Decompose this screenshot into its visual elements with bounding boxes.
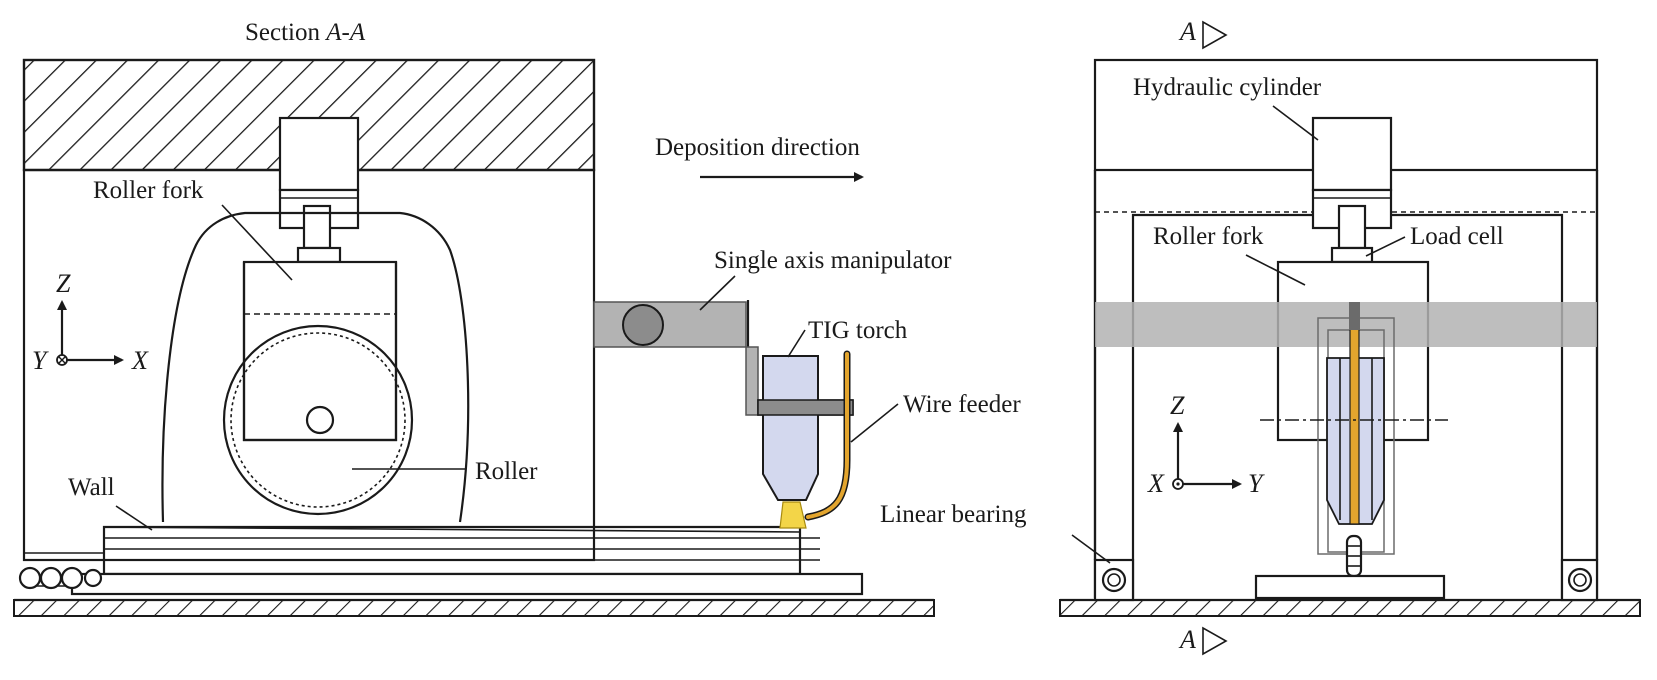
linear-bearing-right	[1560, 558, 1599, 602]
side-axis-label-x: X	[1147, 469, 1165, 498]
roller-axle	[305, 405, 335, 435]
label-hydraulic-cylinder: Hydraulic cylinder	[1133, 74, 1322, 101]
side-cylinder-body	[1311, 116, 1393, 192]
side-axis-label-y: Y	[1248, 469, 1265, 498]
label-linear-bearing: Linear bearing	[880, 501, 1027, 528]
roller-fork-outline	[161, 211, 470, 523]
section-view: Section A-A	[13, 19, 1021, 617]
linear-bearing-left	[1093, 558, 1135, 602]
bearing-balls-left	[18, 552, 104, 590]
single-axis-manipulator	[593, 300, 854, 416]
side-cylinder-rod	[1337, 204, 1367, 250]
axis-label-x: X	[131, 346, 149, 375]
label-wire-feeder: Wire feeder	[903, 391, 1021, 418]
section-title: Section A-A	[245, 19, 366, 46]
label-tig-torch: TIG torch	[808, 317, 908, 344]
label-wall: Wall	[68, 474, 115, 501]
side-axis-label-z: Z	[1170, 391, 1185, 420]
side-substrate	[1254, 574, 1446, 600]
ground-hatch-left	[13, 599, 935, 617]
substrate-plate	[70, 572, 864, 596]
section-marker-top: A	[1178, 17, 1196, 46]
side-load-cell	[1330, 246, 1374, 264]
side-manipulator-band	[1095, 302, 1597, 347]
label-single-axis-manipulator: Single axis manipulator	[714, 247, 952, 274]
side-wire	[1349, 305, 1360, 525]
axis-triad-yz: Z Y X	[1147, 391, 1265, 498]
ground-hatch-right	[1059, 599, 1641, 617]
section-marker-bottom: A	[1178, 625, 1196, 654]
axis-label-y: Y	[32, 346, 49, 375]
cylinder-body	[278, 116, 360, 192]
axis-label-z: Z	[56, 269, 71, 298]
tig-torch	[757, 355, 854, 501]
side-view: A A	[880, 17, 1641, 656]
label-roller: Roller	[475, 458, 538, 485]
label-load-cell: Load cell	[1410, 223, 1504, 250]
label-roller-fork-right: Roller fork	[1153, 223, 1264, 250]
roller-circle	[222, 324, 414, 516]
wall-layers	[102, 525, 820, 576]
load-cell-block	[296, 246, 342, 264]
roller-circle-inner	[230, 332, 406, 508]
label-deposition-direction: Deposition direction	[655, 134, 860, 161]
axis-triad-xz: Z X Y	[32, 269, 149, 375]
label-roller-fork-left: Roller fork	[93, 177, 204, 204]
welding-arc	[779, 501, 807, 529]
